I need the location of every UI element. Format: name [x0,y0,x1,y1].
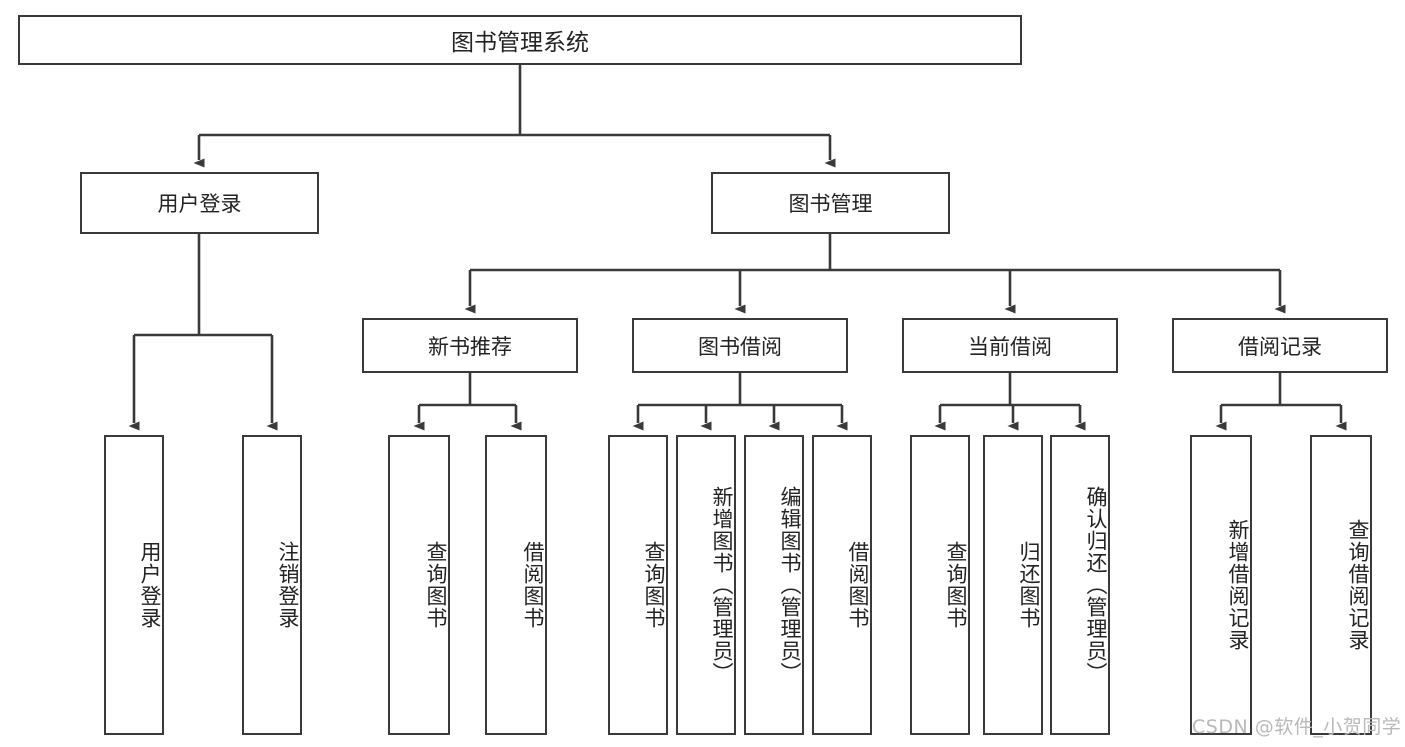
leaf-query-book-borrow[interactable]: 查询图书 [608,435,668,735]
leaf-edit-book-admin[interactable]: 编辑图书（管理员） [744,435,804,735]
leaf-label: 查询图书 [642,541,666,629]
csdn-watermark: CSDN @软件_小贺同学 [1192,716,1402,738]
leaf-borrow-book[interactable]: 借阅图书 [812,435,872,735]
node-new-book-recommend-label: 新书推荐 [428,334,512,359]
leaf-user-login[interactable]: 用户登录 [104,435,164,735]
node-borrow-record-label: 借阅记录 [1238,334,1322,359]
node-user-login-label: 用户登录 [157,192,242,216]
leaf-label: 确认归还（管理员） [1084,486,1108,684]
node-new-book-recommend[interactable]: 新书推荐 [362,318,578,373]
leaf-label: 借阅图书 [521,541,545,629]
leaf-add-book-admin[interactable]: 新增图书（管理员） [676,435,736,735]
node-book-management[interactable]: 图书管理 [711,172,950,234]
node-root[interactable]: 图书管理系统 [18,15,1022,65]
leaf-label: 新增图书（管理员） [710,486,734,684]
leaf-logout[interactable]: 注销登录 [242,435,302,735]
node-book-management-label: 图书管理 [788,192,873,216]
leaf-query-book-recommend[interactable]: 查询图书 [388,435,450,735]
node-root-label: 图书管理系统 [451,30,589,56]
leaf-label: 编辑图书（管理员） [778,486,802,684]
leaf-add-borrow-record[interactable]: 新增借阅记录 [1190,435,1252,735]
leaf-label: 查询图书 [944,541,968,629]
leaf-query-borrow-record[interactable]: 查询借阅记录 [1310,435,1372,735]
leaf-label: 查询借阅记录 [1346,519,1370,651]
node-current-borrow-label: 当前借阅 [968,334,1052,359]
leaf-query-book-current[interactable]: 查询图书 [910,435,970,735]
leaf-label: 查询图书 [424,541,448,629]
node-borrow-record[interactable]: 借阅记录 [1172,318,1388,373]
node-current-borrow[interactable]: 当前借阅 [902,318,1118,373]
leaf-label: 归还图书 [1017,541,1041,629]
leaf-borrow-book-recommend[interactable]: 借阅图书 [485,435,547,735]
leaf-label: 注销登录 [276,541,300,629]
node-book-borrow[interactable]: 图书借阅 [632,318,848,373]
leaf-label: 新增借阅记录 [1226,519,1250,651]
leaf-return-book[interactable]: 归还图书 [983,435,1043,735]
node-user-login[interactable]: 用户登录 [80,172,319,234]
leaf-label: 用户登录 [138,541,162,629]
leaf-confirm-return-admin[interactable]: 确认归还（管理员） [1050,435,1110,735]
node-book-borrow-label: 图书借阅 [698,334,782,359]
leaf-label: 借阅图书 [846,541,870,629]
